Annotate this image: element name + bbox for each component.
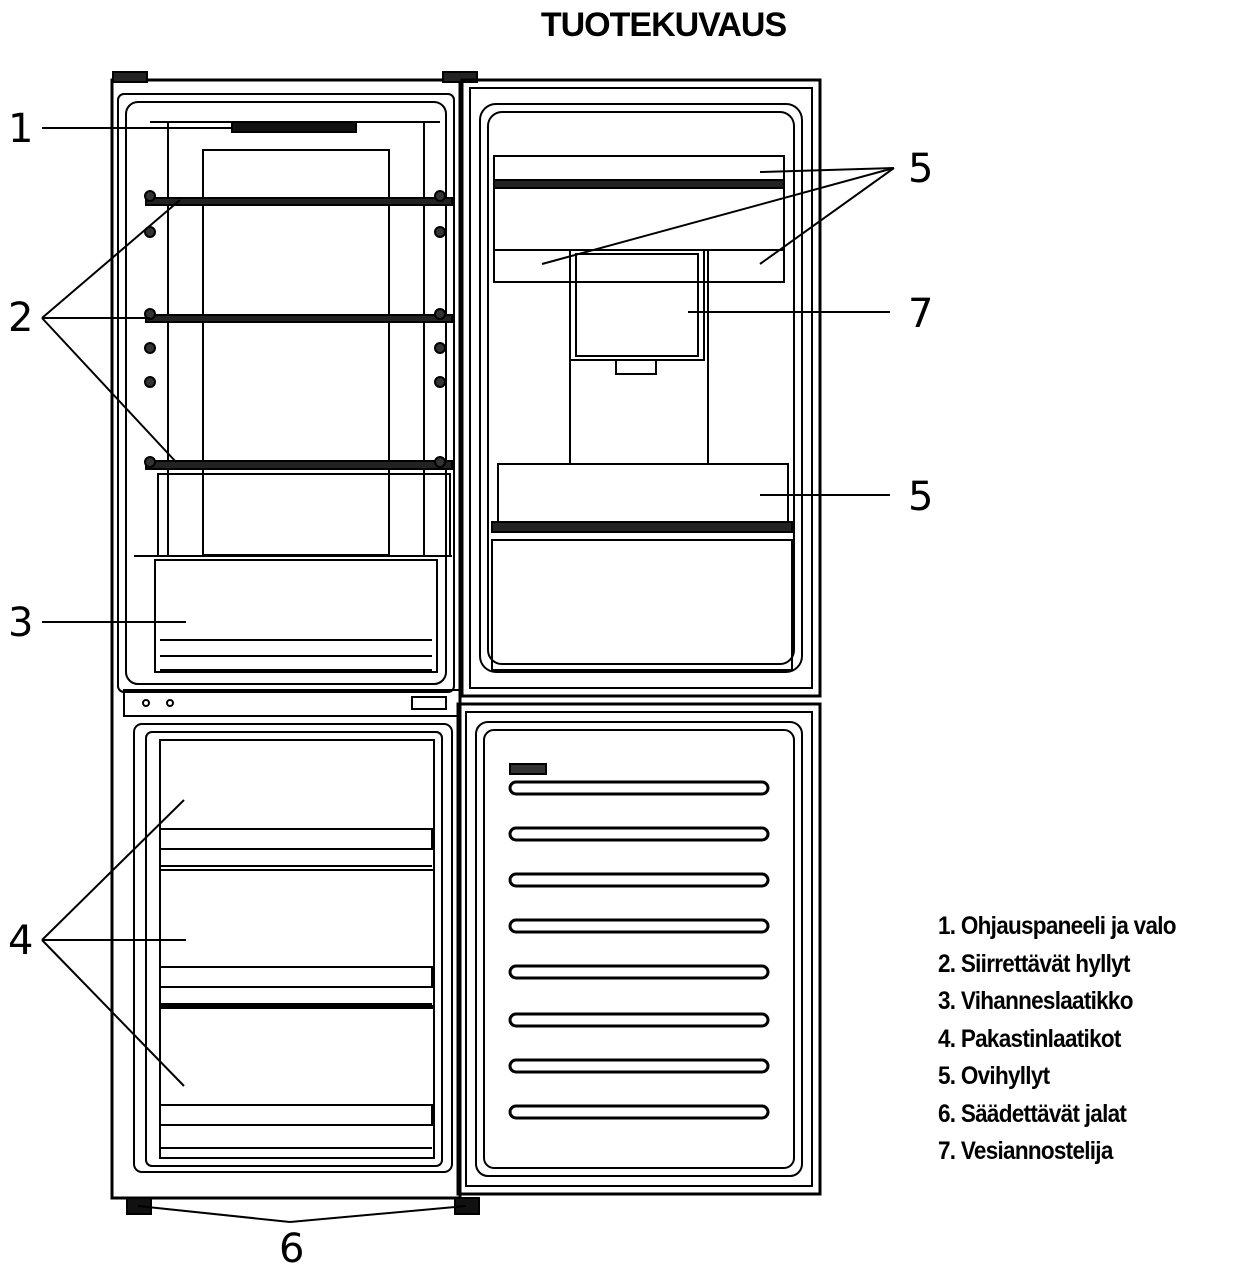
- legend-item: 4. Pakastinlaatikot: [938, 1024, 1121, 1053]
- freezer-compartment: [133, 723, 453, 1173]
- vegetable-drawer: [134, 473, 452, 673]
- callout-4: 4: [8, 918, 33, 964]
- water-dispenser: [569, 249, 709, 464]
- callout-5b: 5: [908, 474, 933, 520]
- leader-2: [41, 199, 181, 463]
- adjustable-feet: [126, 1197, 480, 1215]
- door-shelves: [491, 155, 793, 671]
- legend-item: 5. Ovihyllyt: [938, 1062, 1050, 1090]
- freezer-door: [456, 702, 822, 1196]
- leader-4: [41, 799, 186, 1087]
- callout-6: 6: [279, 1226, 304, 1265]
- leader-5a: [541, 167, 895, 265]
- callout-3: 3: [8, 600, 33, 646]
- adjustable-shelves: [144, 190, 453, 470]
- freezer-drawers: [159, 739, 435, 1159]
- callout-7: 7: [908, 291, 933, 337]
- callout-1: 1: [8, 106, 33, 152]
- leader-6: [137, 1205, 467, 1223]
- legend-item: 2. Siirrettävät hyllyt: [938, 949, 1130, 978]
- diagram-title: TUOTEKUVAUS: [540, 6, 787, 44]
- legend-item: 1. Ohjauspaneeli ja valo: [938, 912, 1177, 940]
- legend-item: 6. Säädettävät jalat: [938, 1099, 1127, 1128]
- callout-2: 2: [8, 295, 33, 341]
- callout-5a: 5: [908, 146, 933, 192]
- legend-item: 7. Vesiannostelija: [938, 1137, 1113, 1165]
- compartment-divider: [123, 689, 461, 717]
- cabinet: [110, 71, 478, 1200]
- legend-list: 1. Ohjauspaneeli ja valo 2. Siirrettävät…: [938, 908, 1202, 1171]
- fridge-door: [460, 78, 822, 698]
- legend-item: 3. Vihanneslaatikko: [938, 987, 1133, 1015]
